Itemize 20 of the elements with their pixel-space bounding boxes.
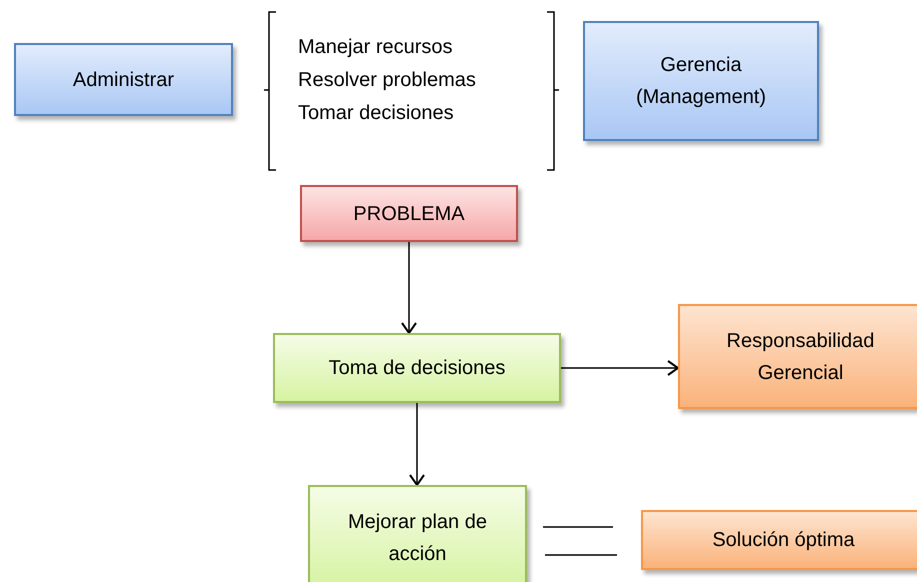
arrow [401,242,417,334]
process-box [273,333,561,403]
process-box [300,185,518,242]
list-item: Tomar decisiones [298,101,454,126]
box-label: PROBLEMA [353,202,465,226]
list-item: Manejar recursos [298,35,453,60]
box-label: Administrar [72,68,174,92]
arrow [409,403,425,486]
box-label: Mejorar plan de acción [347,510,488,566]
process-box [308,485,527,582]
box-label: Solución óptima [712,528,855,553]
arrow [561,360,679,376]
process-box [678,304,917,409]
box-label: Responsabilidad Gerencial [726,328,876,386]
box-label: Gerencia (Management) [634,53,768,110]
process-box [583,21,819,141]
list-item: Resolver problemas [298,68,476,93]
box-label: Toma de decisiones [328,356,506,381]
process-box [14,43,233,116]
process-box [641,510,917,570]
